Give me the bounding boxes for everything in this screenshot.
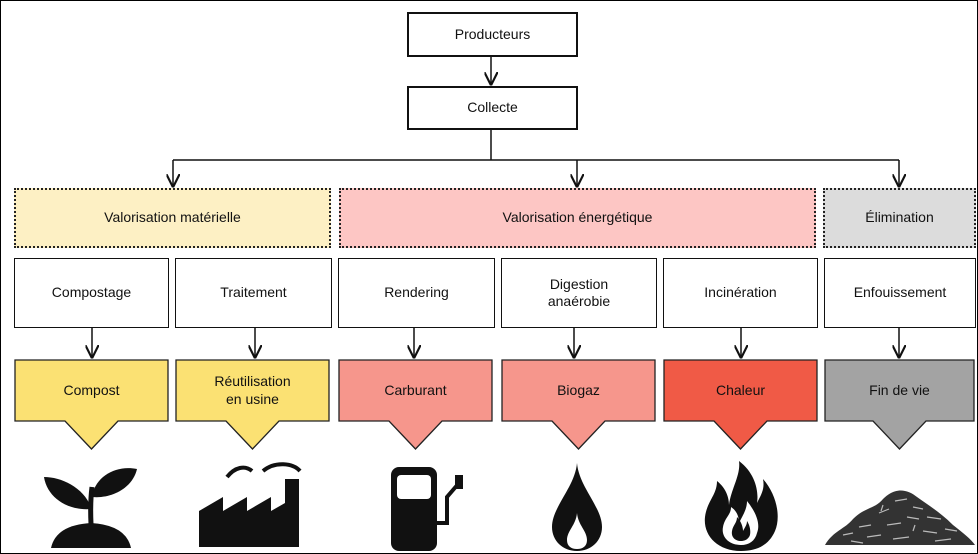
output-biogas: Biogaz — [501, 359, 656, 451]
collection-label: Collecte — [467, 99, 518, 116]
process-incineration: Incinération — [663, 258, 818, 328]
collection-node: Collecte — [407, 86, 578, 130]
output-label: Réutilisation en usine — [214, 372, 291, 407]
category-energy-recovery: Valorisation énergétique — [339, 188, 816, 248]
output-arrow-shape — [501, 359, 656, 450]
output-label: Compost — [63, 381, 120, 398]
gas-flame-icon — [552, 463, 602, 551]
output-label: Biogaz — [557, 381, 600, 398]
process-composting: Compostage — [14, 258, 169, 328]
landfill-pile-icon — [825, 490, 975, 545]
process-label: Traitement — [220, 284, 287, 301]
process-anaerobic-digestion: Digestion anaérobie — [501, 258, 657, 328]
factory-icon — [199, 462, 302, 547]
process-label: Incinération — [704, 284, 777, 301]
output-end-of-life: Fin de vie — [824, 359, 977, 451]
output-label: Carburant — [384, 381, 447, 398]
output-arrow-shape — [824, 359, 975, 450]
category-energy-label: Valorisation énergétique — [502, 209, 653, 226]
process-label: Rendering — [384, 284, 449, 301]
process-treatment: Traitement — [175, 258, 332, 328]
category-disposal: Élimination — [823, 188, 976, 248]
fire-icon — [704, 461, 778, 551]
output-compost: Compost — [14, 359, 169, 451]
seedling-icon — [44, 468, 137, 548]
process-label: Digestion anaérobie — [547, 275, 611, 310]
output-arrow-shape — [175, 359, 330, 450]
process-rendering: Rendering — [338, 258, 495, 328]
output-label: Fin de vie — [869, 381, 930, 398]
output-heat: Chaleur — [663, 359, 818, 451]
output-factory-reuse: Réutilisation en usine — [175, 359, 330, 451]
category-material-label: Valorisation matérielle — [104, 209, 241, 226]
output-arrow-shape — [663, 359, 818, 450]
output-arrow-shape — [338, 359, 493, 450]
output-label: Chaleur — [715, 381, 766, 398]
output-fuel: Carburant — [338, 359, 493, 451]
producers-label: Producteurs — [454, 25, 531, 42]
process-label: Compostage — [51, 284, 132, 301]
category-material-recovery: Valorisation matérielle — [14, 188, 331, 248]
output-arrow-shape — [14, 359, 169, 450]
process-landfilling: Enfouissement — [824, 258, 976, 328]
producers-node: Producteurs — [407, 12, 578, 57]
category-disposal-label: Élimination — [865, 209, 934, 226]
process-label: Enfouissement — [853, 284, 947, 301]
fuel-pump-icon — [391, 467, 463, 551]
